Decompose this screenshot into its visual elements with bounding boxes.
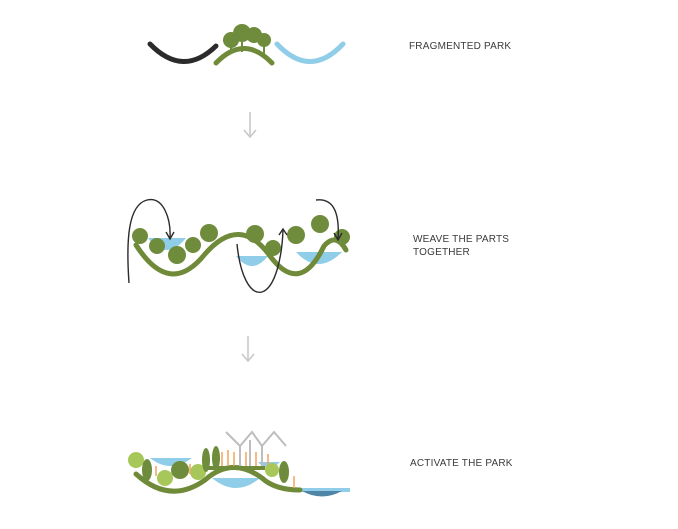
step-2-weave [127,199,350,293]
water-pool [302,491,342,497]
step-3-label-text: ACTIVATE THE PARK [410,458,513,469]
step-2-label: WEAVE THE PARTS TOGETHER [413,233,509,259]
step-1-fragmented-park [147,24,346,66]
step-3-label: ACTIVATE THE PARK [410,457,513,470]
down-arrow-icon [241,336,255,363]
step-1-label: FRAGMENTED PARK [409,40,511,53]
step-1-label-text: FRAGMENTED PARK [409,41,512,52]
tree-row [128,446,289,486]
tree-cluster [223,24,271,54]
water-surface [300,488,350,492]
water-pool [150,458,192,466]
step-2-label-line-1: WEAVE THE PARTS [413,234,510,245]
water-pool [236,256,268,266]
water-pool [212,478,260,488]
step-3-activate [128,430,350,497]
step-2-label-line-2: TOGETHER [413,247,470,258]
down-arrow-icon [243,112,257,139]
green-segment [213,46,275,66]
canopy-structure [225,430,287,466]
weave-lines [127,199,343,293]
blue-segment [274,41,346,64]
black-segment [147,41,219,64]
people-figures [155,450,295,488]
